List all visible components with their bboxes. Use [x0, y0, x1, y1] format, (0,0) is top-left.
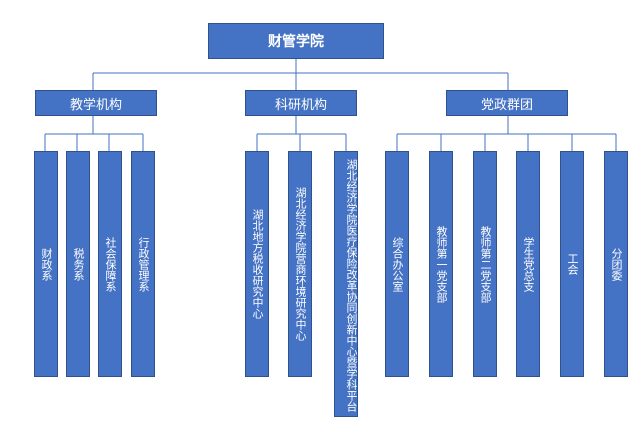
leaf-node: 社会保障系 [98, 151, 122, 377]
leaf-node: 教师第一党支部 [429, 151, 453, 377]
leaf-node: 教师第二党支部 [473, 151, 497, 377]
group-node-research: 科研机构 [245, 90, 357, 116]
group-node-party: 党政群团 [446, 90, 568, 116]
leaf-node: 行政管理系 [131, 151, 155, 377]
leaf-node: 税务系 [66, 151, 90, 377]
leaf-node: 综合办公室 [385, 151, 409, 377]
leaf-node: 湖北地方税收研究中心 [245, 151, 269, 377]
leaf-node: 湖北经济学院营商环境研究中心 [288, 151, 312, 377]
leaf-node: 工会 [560, 151, 584, 377]
root-node: 财管学院 [208, 23, 384, 59]
leaf-node: 学生党总支 [516, 151, 540, 377]
leaf-node: 财政系 [34, 151, 58, 377]
leaf-node: 湖北经济学院医疗保险改革协同创新中心暨学科平台 [334, 151, 358, 417]
group-node-teaching: 教学机构 [35, 90, 157, 116]
leaf-node: 分团委 [604, 151, 628, 377]
